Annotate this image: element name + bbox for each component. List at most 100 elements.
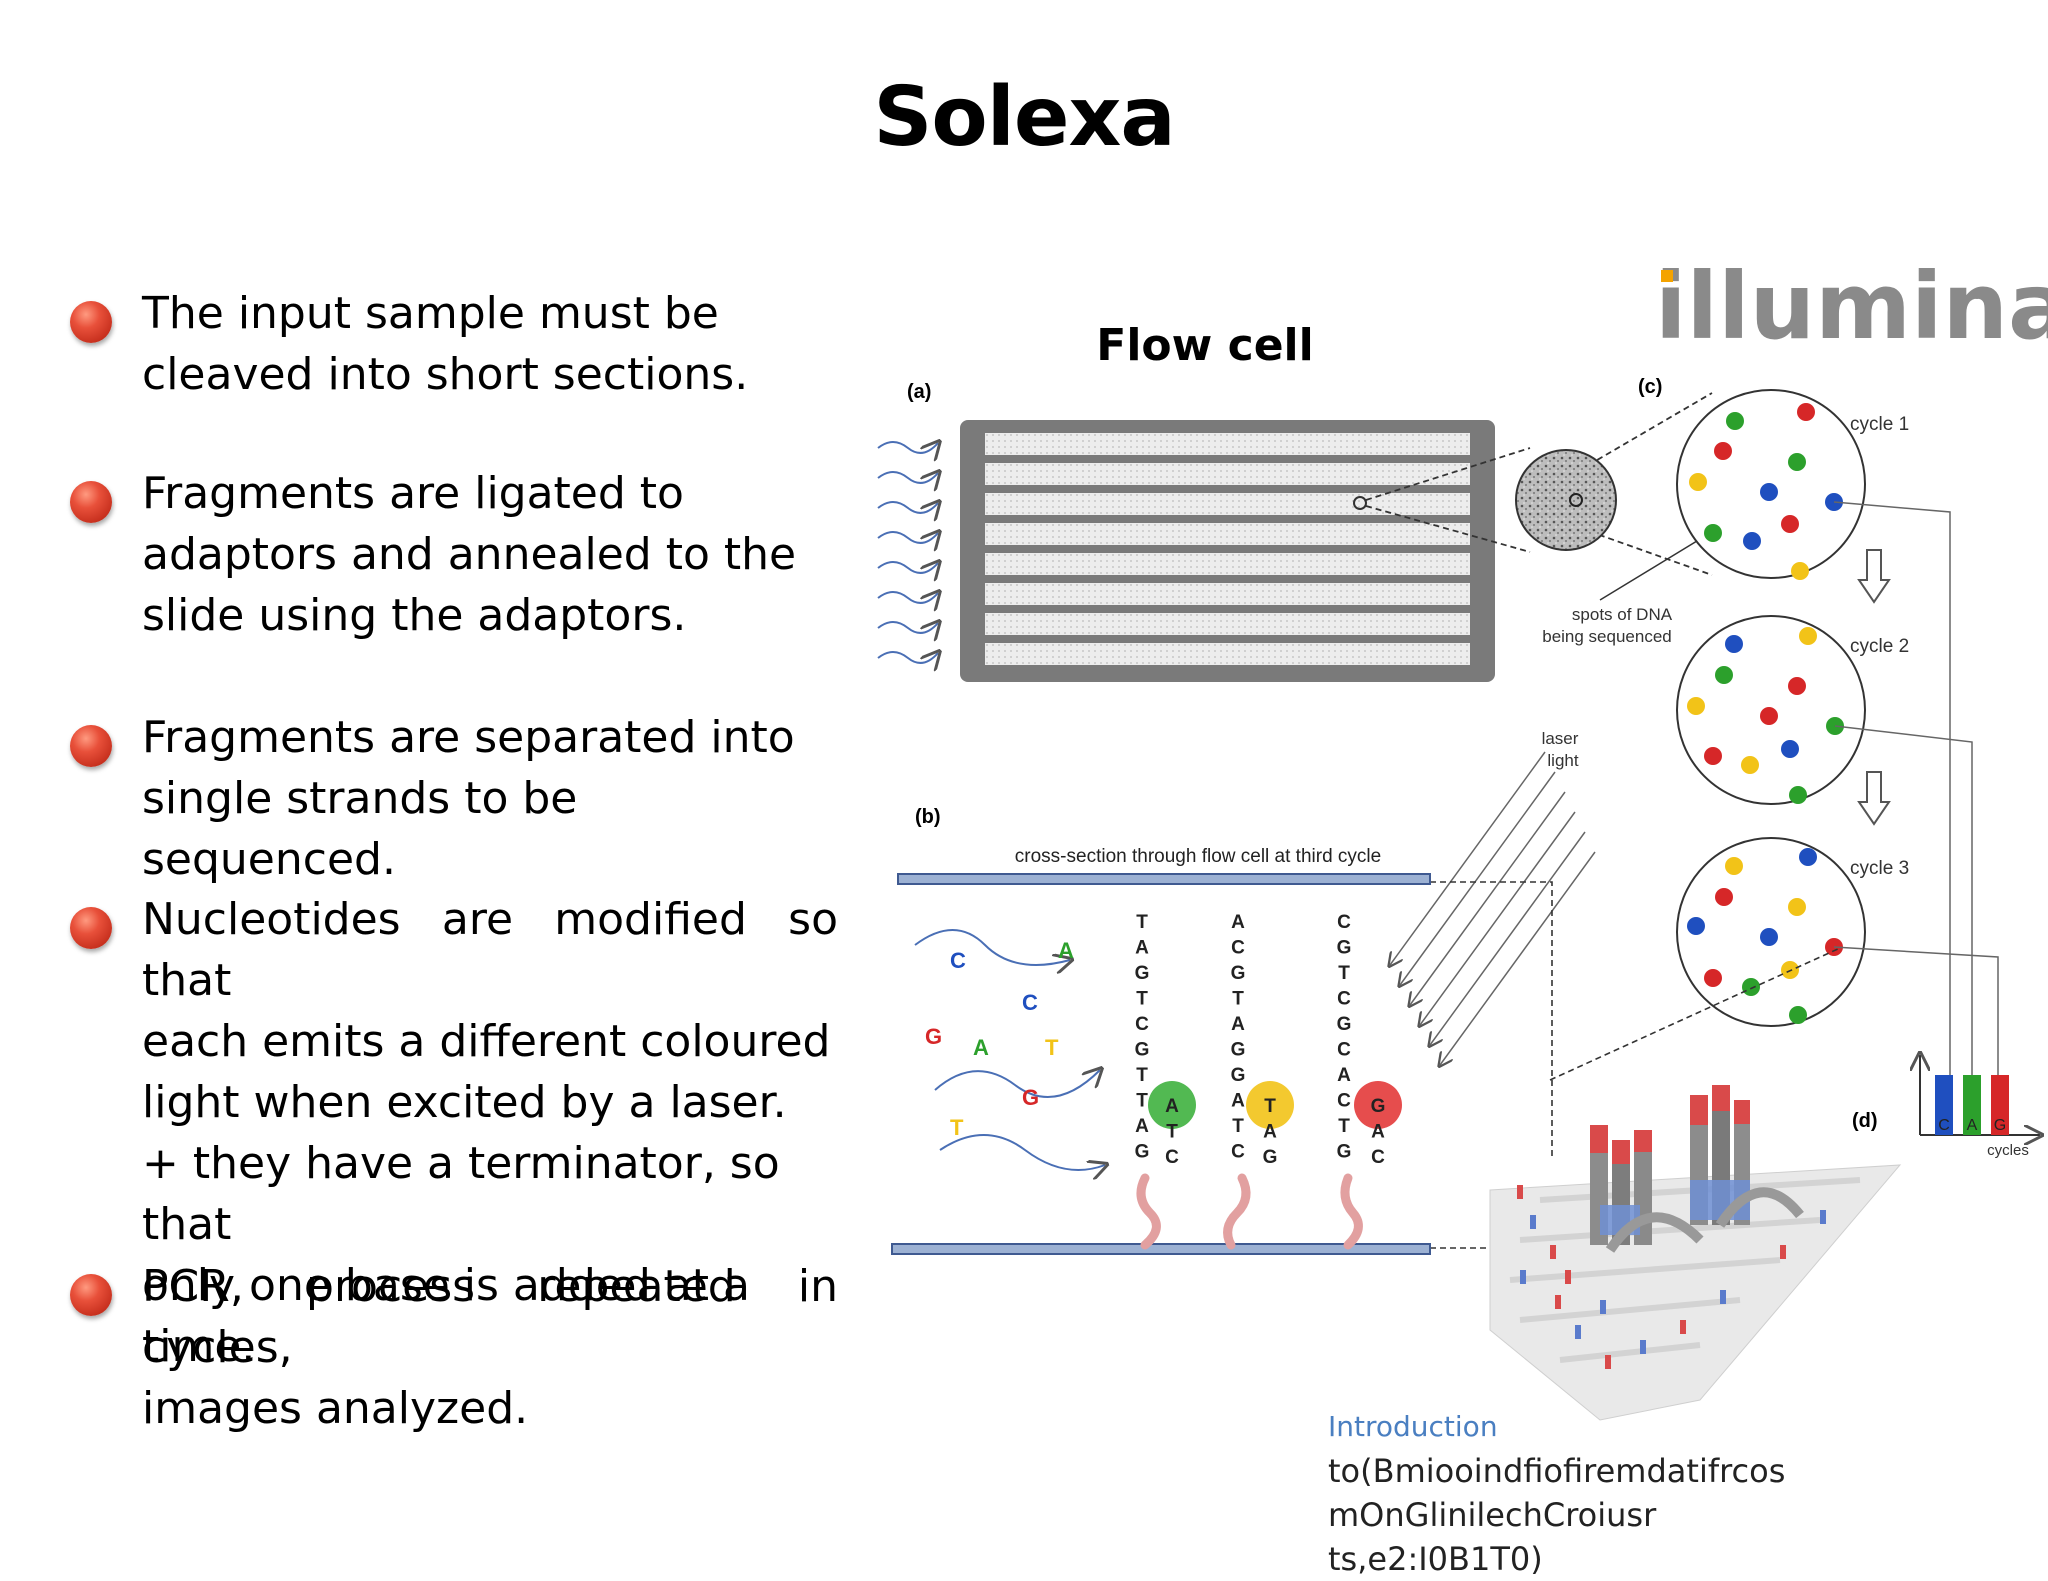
strand-base: C bbox=[1135, 1014, 1149, 1035]
3d-intensity-plot bbox=[1489, 1085, 1902, 1421]
bullet-dot-icon bbox=[70, 481, 112, 523]
cycle-3-label: cycle 3 bbox=[1850, 858, 1909, 879]
strand-base: T bbox=[1136, 912, 1148, 933]
paired-base: G bbox=[1371, 1096, 1386, 1117]
bullet-line: cleaved into short sections. bbox=[142, 349, 749, 400]
strand-base: T bbox=[1232, 989, 1244, 1010]
strand-base: C bbox=[1337, 912, 1351, 933]
bullet-text: Nucleotides are modified so that each em… bbox=[142, 889, 838, 1377]
bullet-line: light when excited by a laser. bbox=[142, 1077, 787, 1128]
slide-title: Solexa bbox=[873, 70, 1175, 165]
laser-lines bbox=[1390, 751, 1596, 1065]
flow-cell-bottom-plate bbox=[891, 1243, 1431, 1255]
bullet-dot-icon bbox=[70, 725, 112, 767]
illumina-logo: illumina bbox=[1655, 255, 2048, 360]
strand-base: C bbox=[1337, 1040, 1351, 1061]
caption-line-3: ts,e2:I0B1T0) bbox=[1328, 1540, 1543, 1578]
bullet-line: slide using the adaptors. bbox=[142, 590, 687, 641]
bullet-text: PCR, process repeated in cycles, images … bbox=[142, 1256, 838, 1439]
spots-label-1: spots of DNA bbox=[1572, 605, 1673, 624]
spots-label-2: being sequenced bbox=[1542, 627, 1672, 646]
bullet-line: Fragments are separated into bbox=[142, 712, 795, 763]
free-nucleotides: C A C G A T G T bbox=[914, 929, 1105, 1170]
panel-c-label: (c) bbox=[1638, 376, 1662, 398]
paired-base: C bbox=[1371, 1147, 1385, 1168]
flow-cell-slide bbox=[960, 420, 1495, 682]
strand-base: T bbox=[1136, 1065, 1148, 1086]
cycle-bar-chart: C A G cycles bbox=[1920, 1055, 2040, 1159]
bullet-line: The input sample must be bbox=[142, 288, 719, 339]
bullet-line: Nucleotides are modified so that bbox=[142, 894, 838, 1006]
bullet-text: Fragments are ligated to adaptors and an… bbox=[142, 463, 838, 646]
cycle-1-label: cycle 1 bbox=[1850, 414, 1909, 435]
strand-base: T bbox=[1338, 963, 1350, 984]
strand-base: C bbox=[1337, 989, 1351, 1010]
bullet-dot-icon bbox=[70, 301, 112, 343]
strand-base: G bbox=[1337, 1142, 1352, 1163]
detail-lines bbox=[1430, 881, 1841, 1249]
strand-base: A bbox=[1231, 1091, 1245, 1112]
paired-base: A bbox=[1263, 1122, 1277, 1143]
strand-base: T bbox=[1232, 1116, 1244, 1137]
strand-base: A bbox=[1231, 912, 1245, 933]
bullet-line: only one base is added at a time. bbox=[142, 1260, 750, 1372]
green-label-dot bbox=[1148, 1081, 1196, 1129]
strand-base: T bbox=[1136, 1091, 1148, 1112]
flow-cell-label: Flow cell bbox=[1096, 320, 1313, 371]
bullet-line: images analyzed. bbox=[142, 1383, 529, 1434]
yellow-label-dot bbox=[1246, 1081, 1294, 1129]
laser-label-1: laser bbox=[1542, 729, 1579, 748]
strand-base: T bbox=[1136, 989, 1148, 1010]
red-label-dot bbox=[1354, 1081, 1402, 1129]
strand-base: C bbox=[1231, 1142, 1245, 1163]
cycle-1-circle bbox=[1676, 389, 1866, 580]
paired-base: T bbox=[1166, 1122, 1178, 1143]
bar-label-a: A bbox=[1967, 1117, 1978, 1134]
strand-base: G bbox=[1135, 1040, 1150, 1061]
bullet-line: Fragments are ligated to bbox=[142, 468, 684, 519]
dna-spot-zoom bbox=[1515, 449, 1617, 551]
bullet-dot-icon bbox=[70, 907, 112, 949]
flow-arrows bbox=[877, 442, 938, 663]
flow-cell-top-plate bbox=[897, 873, 1431, 885]
bullet-line: + they have a terminator, so that bbox=[142, 1138, 780, 1250]
strand-base: G bbox=[1337, 938, 1352, 959]
bullet-line: adaptors and annealed to the bbox=[142, 529, 797, 580]
panel-b-label: (b) bbox=[915, 806, 941, 828]
free-base-c: C bbox=[950, 948, 966, 973]
cross-section-label: cross-section through flow cell at third… bbox=[1015, 846, 1381, 867]
free-base-g: G bbox=[1022, 1085, 1039, 1110]
illumina-sequencing-figure: illumina Flow cell (a) (b) (c) (d) bbox=[877, 255, 2048, 1421]
free-base-t: T bbox=[1045, 1035, 1059, 1060]
strand-base: C bbox=[1337, 1091, 1351, 1112]
free-base-g: G bbox=[925, 1024, 942, 1049]
panel-a-label: (a) bbox=[907, 381, 931, 403]
cycle-3-circle bbox=[1676, 837, 1866, 1027]
bullet-dot-icon bbox=[70, 1274, 112, 1316]
strand-base: G bbox=[1231, 963, 1246, 984]
cycle-connectors bbox=[1833, 501, 1999, 1075]
paired-base: A bbox=[1165, 1096, 1179, 1117]
cycle-2-label: cycle 2 bbox=[1850, 636, 1909, 657]
free-base-a: A bbox=[973, 1035, 989, 1060]
strand-base: G bbox=[1135, 963, 1150, 984]
dna-tethers bbox=[1136, 1173, 1363, 1250]
bar-label-g: G bbox=[1994, 1117, 2006, 1134]
strand-base: G bbox=[1135, 1142, 1150, 1163]
strand-base: G bbox=[1231, 1065, 1246, 1086]
bar-label-c: C bbox=[1938, 1117, 1950, 1134]
caption-line-1: Introduction bbox=[1328, 1410, 1498, 1443]
paired-base: G bbox=[1263, 1147, 1278, 1168]
strand-base: A bbox=[1135, 938, 1149, 959]
paired-base: A bbox=[1371, 1122, 1385, 1143]
cycle-2-circle bbox=[1676, 615, 1866, 805]
logo-registered-icon bbox=[1973, 291, 1981, 299]
strand-base: A bbox=[1337, 1065, 1351, 1086]
bullet-line: each emits a different coloured bbox=[142, 1016, 831, 1067]
strand-base: T bbox=[1338, 1116, 1350, 1137]
bullet-text: The input sample must be cleaved into sh… bbox=[142, 283, 838, 405]
paired-base: T bbox=[1264, 1096, 1276, 1117]
bullet-line: single strands to be sequenced. bbox=[142, 773, 578, 885]
free-base-t: T bbox=[950, 1115, 964, 1140]
